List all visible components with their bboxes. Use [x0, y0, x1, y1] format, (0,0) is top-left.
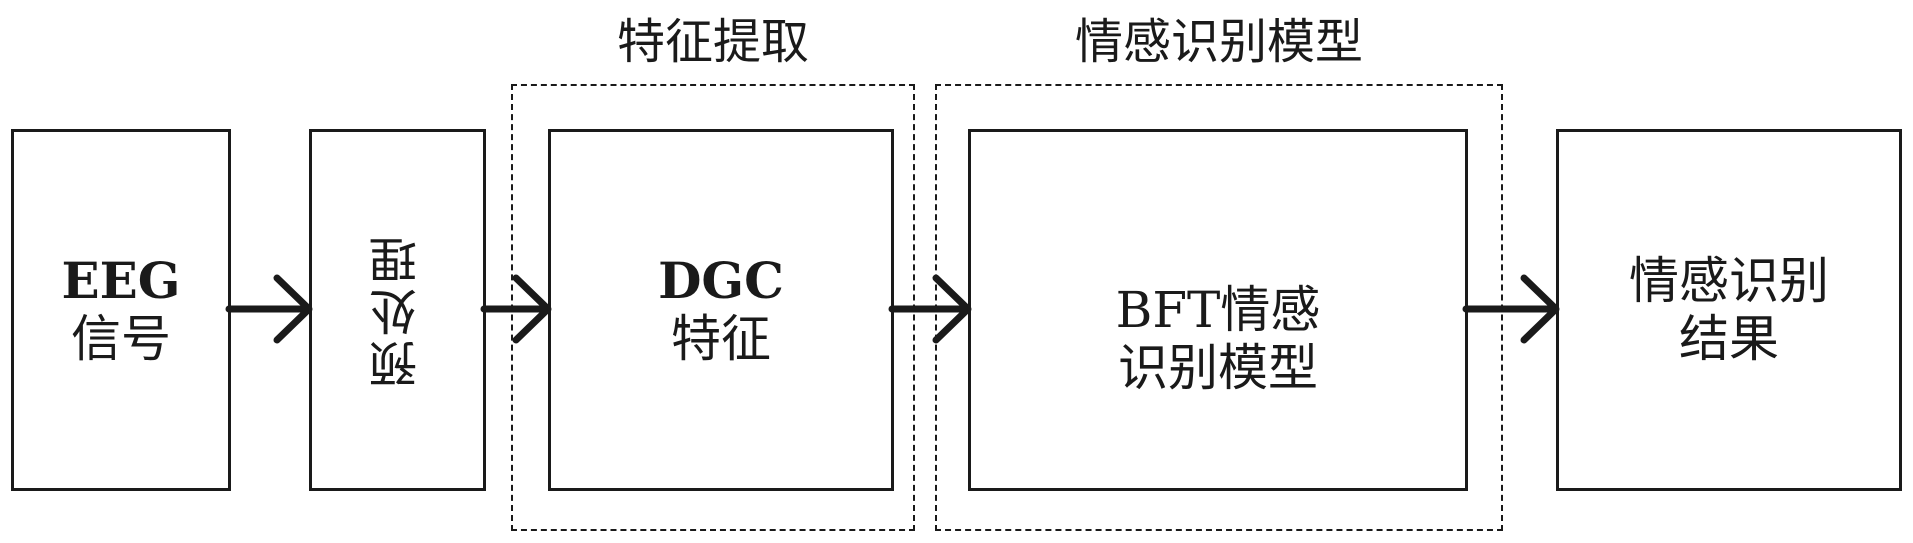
bft-model-label-line2: 识别模型 — [1117, 339, 1318, 397]
result-label-line2: 结果 — [1679, 310, 1779, 368]
eeg-signal-label-line1: EEG — [61, 251, 181, 310]
preprocess-label: 预处理 — [369, 232, 426, 388]
feature-extraction-title: 特征提取 — [616, 14, 809, 70]
result-node: 情感识别 结果 — [1556, 129, 1902, 491]
eeg-signal-node: EEG 信号 — [11, 129, 231, 491]
bft-model-label-line1: BFT情感 — [1116, 223, 1321, 339]
bft-model-node: BFT情感 识别模型 — [968, 129, 1468, 491]
dgc-feature-label-line1: DGC — [658, 251, 784, 310]
dgc-feature-label-line2: 特征 — [670, 310, 771, 368]
result-label-line1: 情感识别 — [1629, 252, 1829, 310]
preprocess-node: 预处理 — [309, 129, 486, 491]
arrow-eeg-to-preprocess — [225, 274, 313, 344]
bft-model-label-line1-text: BFT情感 — [1115, 281, 1321, 339]
dgc-feature-node: DGC 特征 — [548, 129, 894, 491]
eeg-signal-label-line2: 信号 — [70, 310, 171, 368]
emotion-model-title: 情感识别模型 — [1074, 14, 1363, 70]
